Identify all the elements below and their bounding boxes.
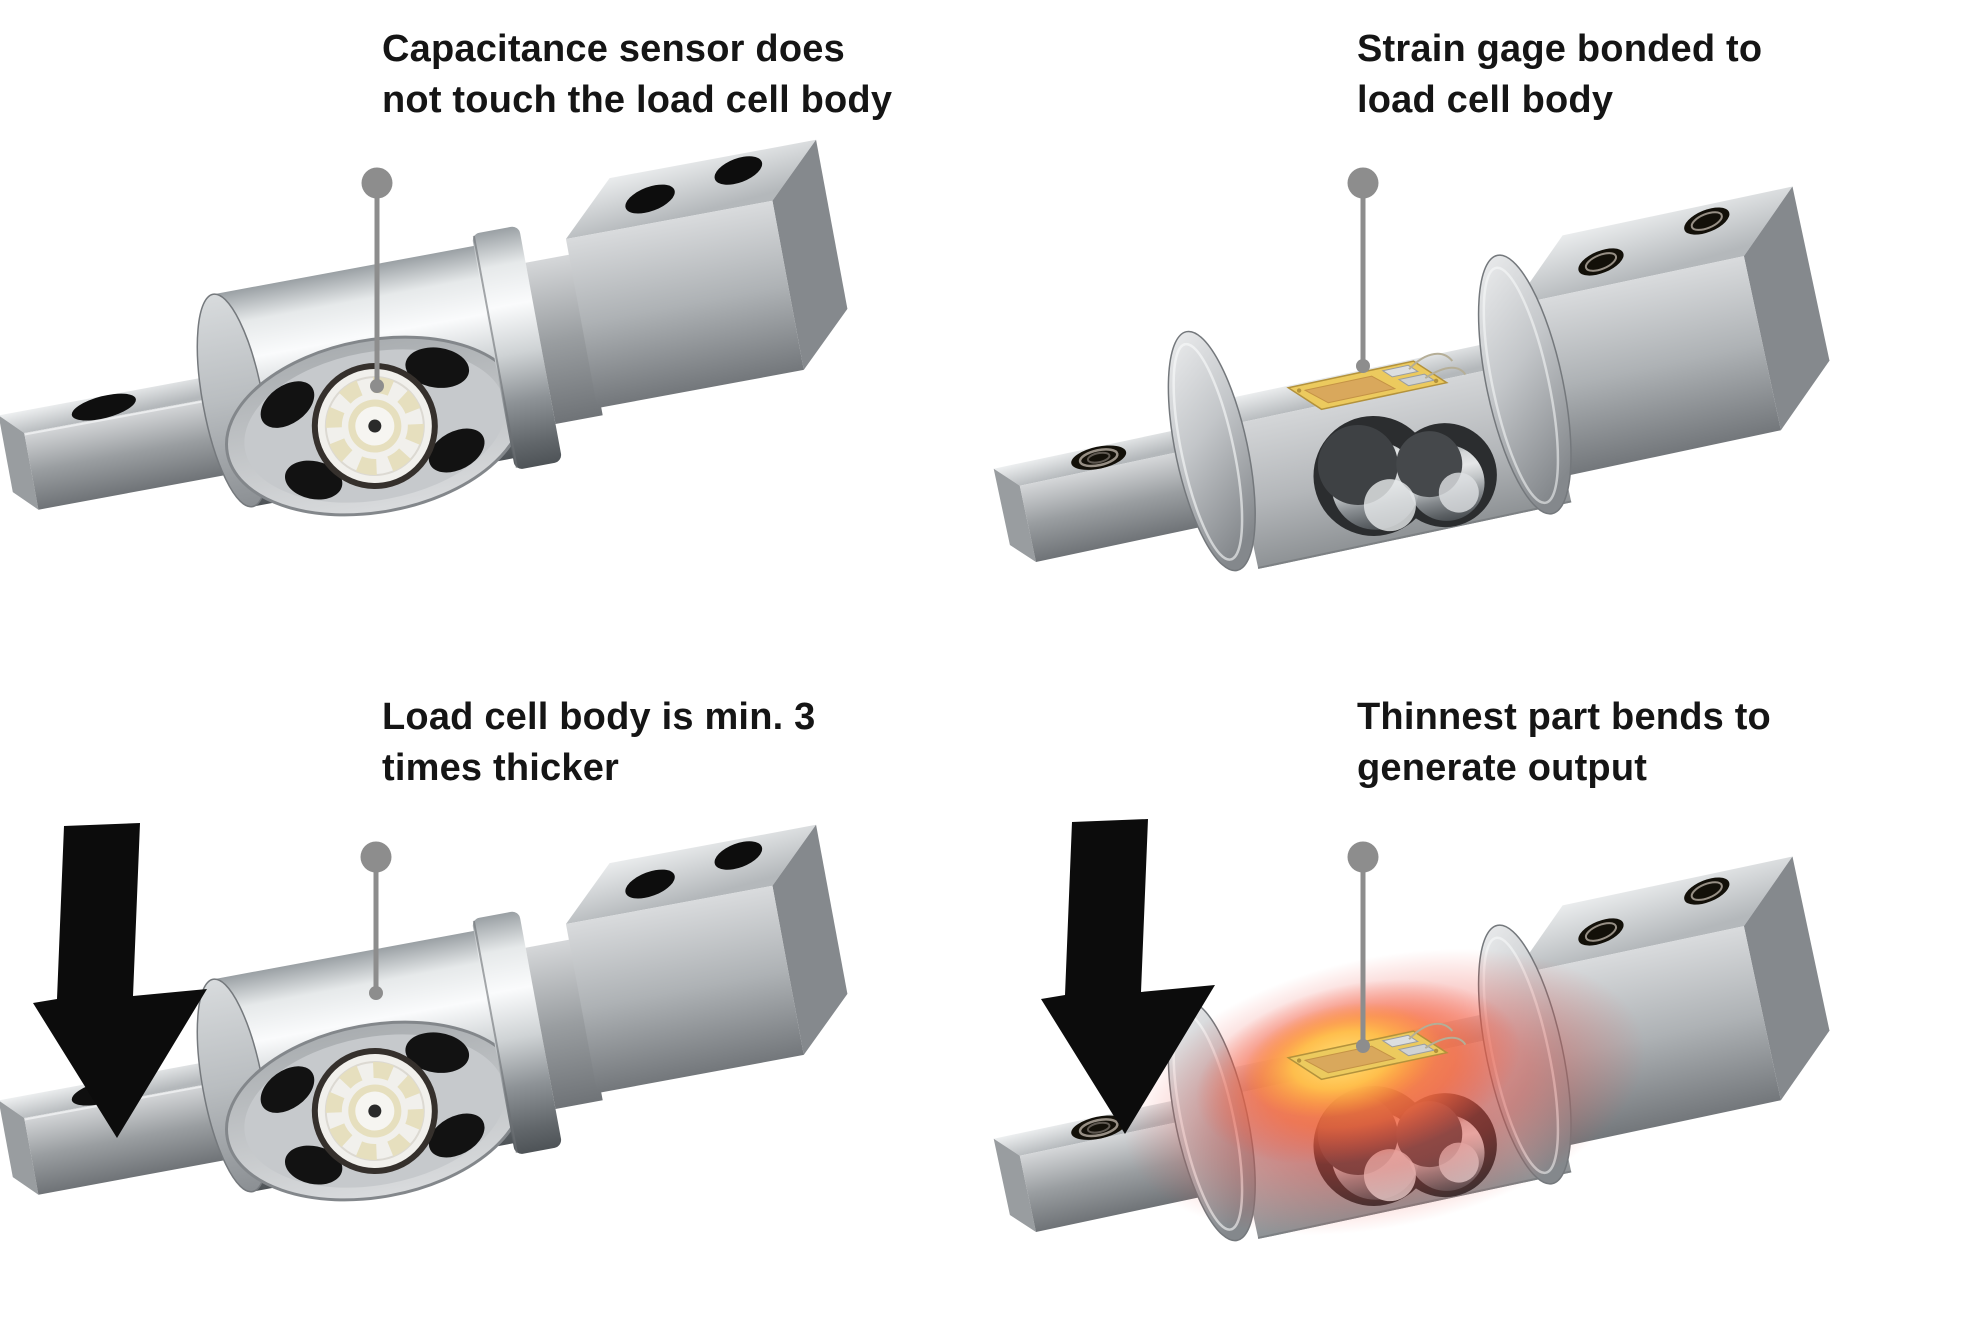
panel-top-left-illustration xyxy=(0,0,990,660)
caption-bottom-right: Thinnest part bends to generate output xyxy=(1357,692,1771,794)
caption-bottom-left-line1: Load cell body is min. 3 xyxy=(382,696,816,738)
callout-pin-icon xyxy=(360,841,392,1000)
caption-bottom-left-line2: times thicker xyxy=(382,747,620,789)
strain-gage-load-cell xyxy=(990,187,1849,626)
panel-bottom-left-illustration xyxy=(0,660,990,1320)
caption-top-right: Strain gage bonded to load cell body xyxy=(1357,24,1762,126)
panel-bottom-right-illustration xyxy=(990,819,1980,1320)
caption-bottom-right-line1: Thinnest part bends to xyxy=(1357,696,1771,738)
capacitance-load-cell xyxy=(0,140,868,578)
callout-pin-icon xyxy=(1347,841,1379,1053)
caption-bottom-right-line2: generate output xyxy=(1357,747,1648,789)
caption-top-left-line2: not touch the load cell body xyxy=(382,79,893,121)
caption-top-left: Capacitance sensor does not touch the lo… xyxy=(382,24,892,126)
callout-pin-icon xyxy=(1347,167,1379,373)
caption-bottom-left: Load cell body is min. 3 times thicker xyxy=(382,692,815,794)
caption-top-left-line1: Capacitance sensor does xyxy=(382,28,845,70)
caption-top-right-line2: load cell body xyxy=(1357,79,1614,121)
panel-top-right-illustration xyxy=(990,167,1980,660)
caption-top-right-line1: Strain gage bonded to xyxy=(1357,28,1763,70)
callout-pin-icon xyxy=(361,167,393,393)
